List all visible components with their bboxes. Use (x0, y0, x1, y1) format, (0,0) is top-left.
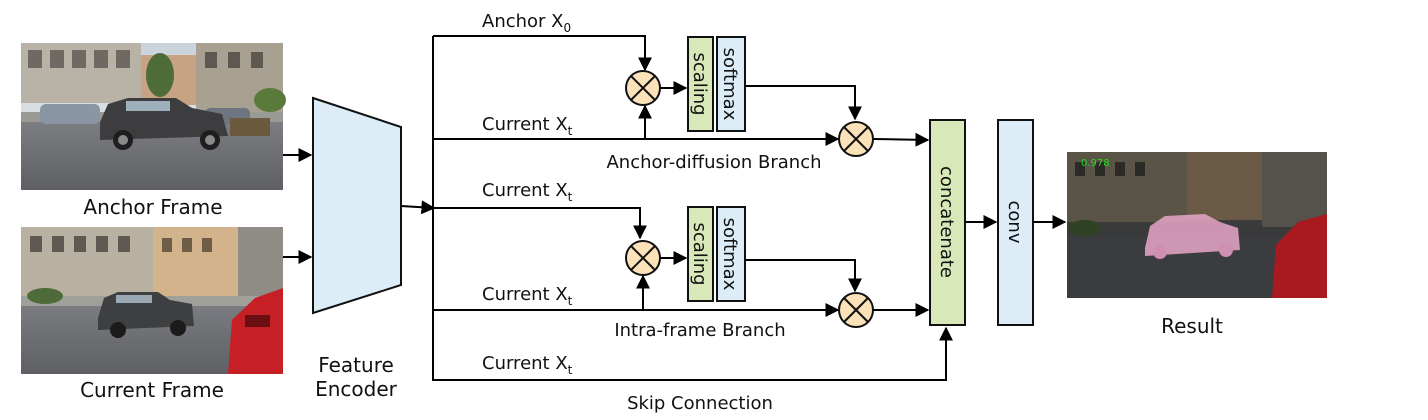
anchor-diffusion-branch-label: Anchor-diffusion Branch (606, 152, 821, 173)
current-xt-wire-mid (433, 207, 647, 240)
softmax-box (716, 36, 746, 132)
softmax-to-mult4-arrow (745, 259, 862, 293)
feature-encoder-label-line1: Feature (318, 353, 394, 377)
feature-encoder-label-line2: Encoder (315, 377, 398, 401)
softmax-label: softmax (719, 48, 740, 121)
multiply-icon (625, 240, 661, 276)
scaling-label: scaling (689, 222, 710, 285)
anchor-x0-wire (433, 35, 652, 72)
feature-encoder (312, 96, 402, 315)
intra-frame-branch-label: Intra-frame Branch (614, 320, 785, 341)
anchor-frame-caption: Anchor Frame (83, 195, 222, 219)
current-xt-label-top: Current Xt (482, 114, 573, 138)
current-xt-label-skip: Current Xt (482, 353, 573, 377)
anchor-x0-label: Anchor X0 (482, 11, 571, 35)
segmentation-mask (1145, 214, 1240, 256)
concatenate-label: concatenate (936, 166, 957, 278)
current-xt-label-mid: Current Xt (482, 180, 573, 204)
scaling-box (687, 36, 714, 132)
skip-connection-label: Skip Connection (627, 393, 773, 414)
multiply-icon (838, 121, 874, 157)
result-image: 0.978 (1067, 152, 1327, 298)
current-xt-label-lower: Current Xt (482, 284, 573, 308)
multiply-icon (625, 70, 661, 106)
scaling-label: scaling (689, 52, 710, 115)
scaling-box (687, 206, 714, 302)
softmax-label: softmax (719, 218, 740, 291)
conv-label: conv (1004, 201, 1025, 244)
softmax-to-mult2-arrow (745, 85, 862, 121)
encoder-output-arrow (400, 200, 436, 215)
multiply-icon (838, 292, 874, 328)
confidence-score: 0.978 (1081, 158, 1110, 169)
skip-connection-wire (433, 326, 953, 381)
result-label: Result (1161, 314, 1223, 338)
mult2-to-concat-arrow (872, 132, 930, 147)
concatenate-box (929, 119, 966, 326)
softmax-box (716, 206, 746, 302)
anchor-frame-image (21, 43, 286, 190)
current-frame-caption: Current Frame (80, 378, 224, 402)
current-frame-image (21, 227, 283, 374)
